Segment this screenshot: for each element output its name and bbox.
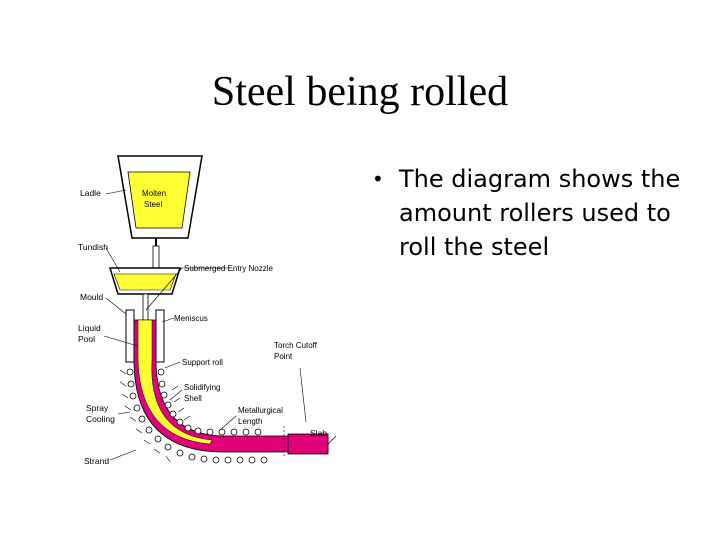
ladle-label: Ladle (80, 188, 101, 198)
molten-steel-label-2: Steel (144, 200, 162, 209)
liquid-core (137, 319, 213, 445)
slide-title: Steel being rolled (211, 69, 509, 115)
nozzle-label: Submerged Entry Nozzle (184, 264, 273, 273)
support-roll-label: Support roll (182, 358, 223, 367)
continuous-casting-diagram: Molten Steel (78, 155, 337, 466)
tundish (108, 267, 182, 295)
bullet-list: • The diagram shows the amount rollers u… (372, 162, 692, 264)
strand-label: Strand (84, 456, 109, 466)
metallurgical-length-label-1: Metallurgical (238, 406, 283, 415)
leader-lines (103, 189, 337, 461)
liquid-pool-label-1: Liquid (78, 323, 101, 333)
liquid-pool-label-2: Pool (78, 334, 95, 344)
solidifying-shell-label-1: Solidifying (184, 383, 220, 392)
bullet-text: The diagram shows the amount rollers use… (399, 165, 681, 261)
support-rolls (126, 368, 268, 464)
spray-cooling-marks (119, 369, 191, 463)
mould-label: Mould (80, 292, 103, 302)
bullet-item: • The diagram shows the amount rollers u… (372, 162, 692, 264)
spray-cooling-label-1: Spray (86, 403, 109, 413)
ladle (117, 155, 203, 246)
meniscus-label: Meniscus (174, 314, 208, 323)
metallurgical-length-label-2: Length (238, 417, 262, 426)
tundish-label: Tundish (78, 242, 108, 252)
molten-steel-label-1: Molten (142, 189, 166, 198)
spray-cooling-label-2: Cooling (86, 414, 115, 424)
slab-label: Slab (310, 428, 327, 438)
torch-cutoff-label-1: Torch Cutoff (274, 341, 318, 350)
bullet-dot: • (372, 167, 384, 191)
torch-cutoff-label-2: Point (274, 352, 293, 361)
solidifying-shell-label-2: Shell (184, 394, 202, 403)
